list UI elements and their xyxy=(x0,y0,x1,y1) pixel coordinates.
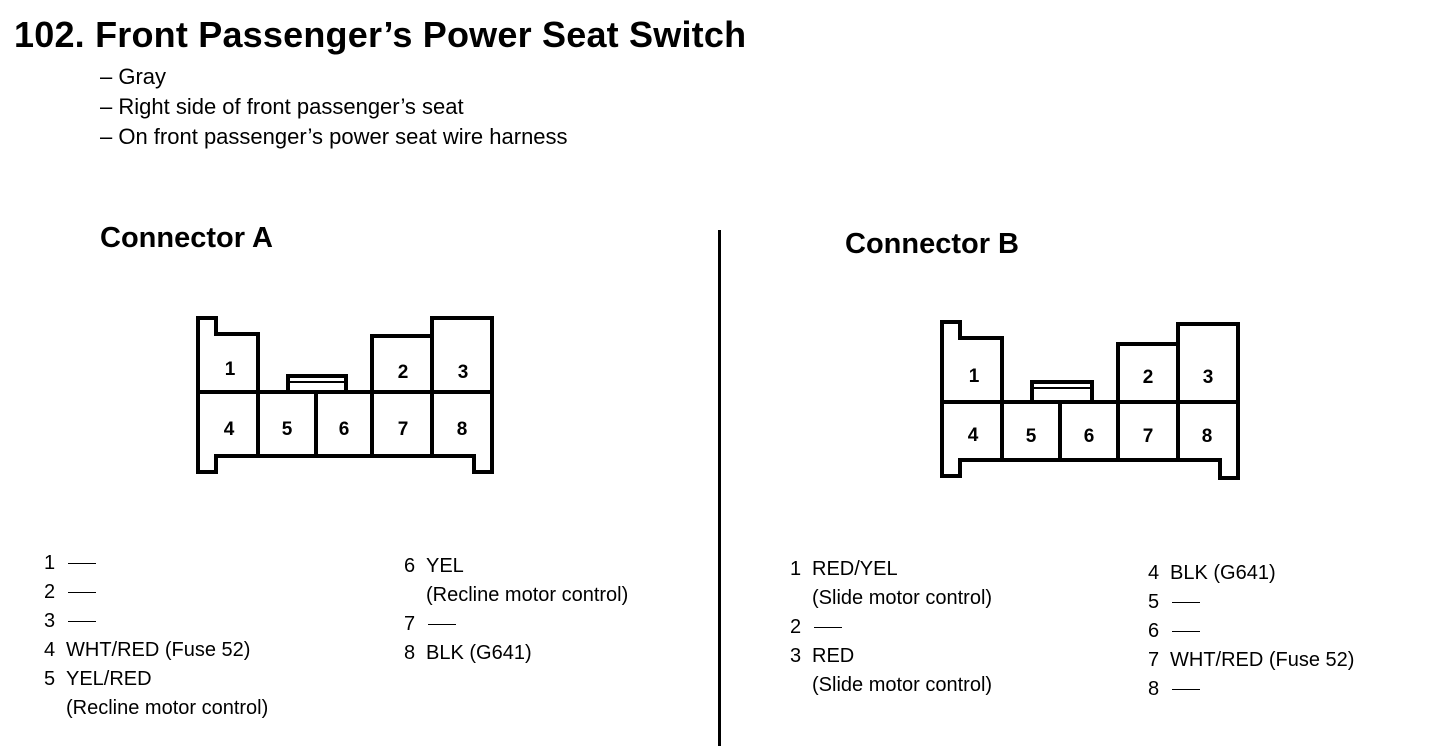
connector-a-pins-left: 1 2 3 4 WHT/RED (Fuse 52) 5 YEL/RED (Recli… xyxy=(44,549,268,723)
page-title: 102. Front Passenger’s Power Seat Switch xyxy=(14,14,747,55)
connector-b-heading: Connector B xyxy=(845,228,1019,260)
pin-row: 2 xyxy=(44,578,268,607)
pin-row: 7 WHT/RED (Fuse 52) xyxy=(1148,646,1354,675)
connector-a-housing xyxy=(196,316,494,474)
unused-pin-dash xyxy=(1172,689,1200,691)
unused-pin-dash xyxy=(68,621,96,623)
pin-number: 6 xyxy=(1148,620,1160,642)
pin-number: 7 xyxy=(1148,649,1160,671)
connector-b-diagram: 1 2 3 4 5 6 7 8 xyxy=(940,320,1240,480)
pin-note: (Recline motor control) xyxy=(66,697,269,719)
connector-a-cavity-1: 1 xyxy=(225,359,236,380)
pin-number: 8 xyxy=(1148,678,1160,700)
pin-number: 8 xyxy=(404,642,416,664)
connector-b-latch xyxy=(1030,380,1094,400)
pin-number: 3 xyxy=(790,645,802,667)
pin-wire: YEL xyxy=(426,555,464,577)
connector-a-diagram: 1 2 3 4 5 6 7 8 xyxy=(196,316,494,474)
connector-b-housing xyxy=(940,320,1240,480)
connector-b-cavity-3: 3 xyxy=(1203,367,1214,388)
connector-b-pins-right: 4 BLK (G641) 5 6 7 WHT/RED (Fuse 52) 8 xyxy=(1148,559,1354,704)
section-divider xyxy=(718,230,721,746)
connector-b-cavity-4: 4 xyxy=(968,425,979,446)
pin-number: 4 xyxy=(44,639,56,661)
pin-wire: BLK (G641) xyxy=(1170,562,1276,584)
pin-row: 3 xyxy=(44,607,268,636)
pin-wire: WHT/RED (Fuse 52) xyxy=(66,639,251,661)
pin-row: 5 xyxy=(1148,588,1354,617)
pin-number: 5 xyxy=(44,668,56,690)
unused-pin-dash xyxy=(428,624,456,626)
connector-a-cavity-5: 5 xyxy=(282,419,293,440)
pin-number: 2 xyxy=(790,616,802,638)
pin-row: 4 WHT/RED (Fuse 52) xyxy=(44,636,268,665)
pin-row: 2 xyxy=(790,613,992,642)
connector-b-cavity-5: 5 xyxy=(1026,426,1037,447)
pin-wire: RED/YEL xyxy=(812,558,898,580)
connector-description: – Gray – Right side of front passenger’s… xyxy=(100,62,568,152)
unused-pin-dash xyxy=(68,563,96,565)
pin-number: 4 xyxy=(1148,562,1160,584)
description-color: – Gray xyxy=(100,64,167,89)
pin-number: 5 xyxy=(1148,591,1160,613)
connector-b-cavity-8: 8 xyxy=(1202,426,1213,447)
connector-b-pins-left: 1 RED/YEL (Slide motor control) 2 3 RED (S… xyxy=(790,555,992,700)
connector-a-cavity-8: 8 xyxy=(457,419,468,440)
pin-number: 1 xyxy=(44,552,56,574)
connector-b-cavity-1: 1 xyxy=(969,366,980,387)
connector-a-cavity-6: 6 xyxy=(339,419,350,440)
pin-wire: RED xyxy=(812,645,855,667)
connector-b-cavity-6: 6 xyxy=(1084,426,1095,447)
unused-pin-dash xyxy=(1172,602,1200,604)
unused-pin-dash xyxy=(814,627,842,629)
pin-row: 8 BLK (G641) xyxy=(404,639,628,668)
pin-note: (Slide motor control) xyxy=(812,674,993,696)
connector-b-cavity-2: 2 xyxy=(1143,367,1154,388)
pin-wire: YEL/RED xyxy=(66,668,152,690)
pin-row: 3 RED xyxy=(790,642,992,671)
description-location: – Right side of front passenger’s seat xyxy=(100,94,464,119)
pin-row: 6 xyxy=(1148,617,1354,646)
connector-a-cavity-7: 7 xyxy=(398,419,409,440)
connector-a-cavity-3: 3 xyxy=(458,362,469,383)
pin-wire: WHT/RED (Fuse 52) xyxy=(1170,649,1355,671)
pin-number: 6 xyxy=(404,555,416,577)
unused-pin-dash xyxy=(1172,631,1200,633)
pin-row: 5 YEL/RED xyxy=(44,665,268,694)
pin-number: 3 xyxy=(44,610,56,632)
pin-row: 6 YEL xyxy=(404,552,628,581)
connector-a-pins-right: 6 YEL (Recline motor control) 7 8 BLK (G64… xyxy=(404,552,628,668)
description-harness: – On front passenger’s power seat wire h… xyxy=(100,124,568,149)
pin-row: 1 RED/YEL xyxy=(790,555,992,584)
connector-b-cavity-7: 7 xyxy=(1143,426,1154,447)
pin-number: 2 xyxy=(44,581,56,603)
pin-row: 4 BLK (G641) xyxy=(1148,559,1354,588)
pin-wire: BLK (G641) xyxy=(426,642,532,664)
connector-a-cavity-4: 4 xyxy=(224,419,235,440)
pin-number: 7 xyxy=(404,613,416,635)
pin-number: 1 xyxy=(790,558,802,580)
pin-row: 1 xyxy=(44,549,268,578)
pin-row: 8 xyxy=(1148,675,1354,704)
connector-a-cavity-2: 2 xyxy=(398,362,409,383)
pin-row: 7 xyxy=(404,610,628,639)
pin-note: (Recline motor control) xyxy=(426,584,629,606)
connector-a-heading: Connector A xyxy=(100,222,273,254)
unused-pin-dash xyxy=(68,592,96,594)
pin-note: (Slide motor control) xyxy=(812,587,993,609)
